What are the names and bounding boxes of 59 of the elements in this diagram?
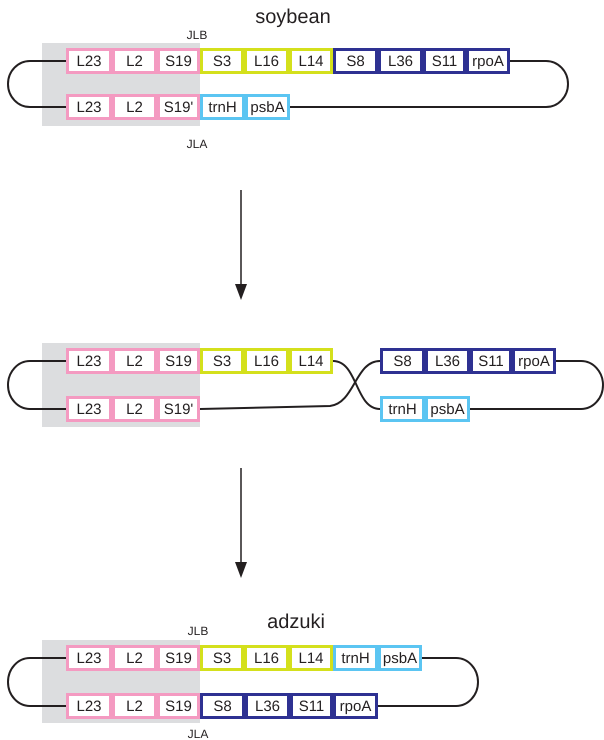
gene-box: L14 bbox=[289, 348, 333, 374]
gene-box: L23 bbox=[66, 94, 112, 120]
connector-line bbox=[378, 657, 479, 707]
gene-box: S19' bbox=[157, 94, 200, 120]
gene-box: psbA bbox=[245, 94, 290, 120]
gene-box: L23 bbox=[66, 348, 112, 374]
gene-box: rpoA bbox=[333, 693, 378, 719]
gene-box: L2 bbox=[112, 693, 157, 719]
gene-box: S11 bbox=[290, 693, 333, 719]
gene-box: L23 bbox=[66, 645, 112, 671]
gene-box: trnH bbox=[380, 396, 425, 422]
connector-line bbox=[7, 657, 66, 707]
gene-box: S19 bbox=[157, 48, 200, 74]
gene-box: S3 bbox=[200, 48, 244, 74]
gene-box: L36 bbox=[425, 348, 470, 374]
gene-box: rpoA bbox=[512, 348, 556, 374]
gene-box: psbA bbox=[378, 645, 422, 671]
species-heading: adzuki bbox=[267, 611, 325, 634]
gene-box: S8 bbox=[200, 693, 245, 719]
gene-box: trnH bbox=[200, 94, 245, 120]
gene-box: S19' bbox=[157, 396, 200, 422]
gene-box: L14 bbox=[289, 645, 333, 671]
gene-box: L2 bbox=[112, 94, 157, 120]
junction-label: JLA bbox=[186, 137, 208, 151]
gene-box: S19 bbox=[157, 645, 200, 671]
gene-box: L2 bbox=[112, 348, 157, 374]
gene-box: S19 bbox=[157, 348, 200, 374]
connector-line bbox=[7, 360, 66, 410]
gene-box: L36 bbox=[245, 693, 290, 719]
gene-box: L36 bbox=[378, 48, 423, 74]
species-heading: soybean bbox=[255, 6, 331, 29]
connector-line bbox=[470, 360, 604, 410]
gene-box: S3 bbox=[200, 348, 244, 374]
gene-box: L2 bbox=[112, 396, 157, 422]
gene-box: L16 bbox=[244, 348, 289, 374]
gene-box: psbA bbox=[425, 396, 470, 422]
gene-box: L14 bbox=[289, 48, 333, 74]
gene-box: L16 bbox=[244, 645, 289, 671]
gene-box: L2 bbox=[112, 48, 157, 74]
gene-box: trnH bbox=[333, 645, 378, 671]
gene-box: L23 bbox=[66, 693, 112, 719]
connector-line bbox=[7, 60, 66, 108]
gene-box: L23 bbox=[66, 48, 112, 74]
gene-box: L16 bbox=[244, 48, 289, 74]
gene-box: S11 bbox=[470, 348, 512, 374]
junction-label: JLB bbox=[188, 624, 208, 638]
junction-label: JLA bbox=[188, 727, 208, 740]
gene-box: S3 bbox=[200, 645, 244, 671]
gene-box: L2 bbox=[112, 645, 157, 671]
gene-box: S11 bbox=[423, 48, 466, 74]
connector-line bbox=[200, 360, 380, 410]
gene-box: L23 bbox=[66, 396, 112, 422]
junction-label: JLB bbox=[186, 28, 208, 42]
gene-box: S8 bbox=[380, 348, 425, 374]
gene-box: S19 bbox=[157, 693, 200, 719]
gene-box: S8 bbox=[333, 48, 378, 74]
gene-box: rpoA bbox=[466, 48, 510, 74]
connector-line bbox=[332, 360, 380, 410]
connector-line bbox=[290, 60, 569, 108]
